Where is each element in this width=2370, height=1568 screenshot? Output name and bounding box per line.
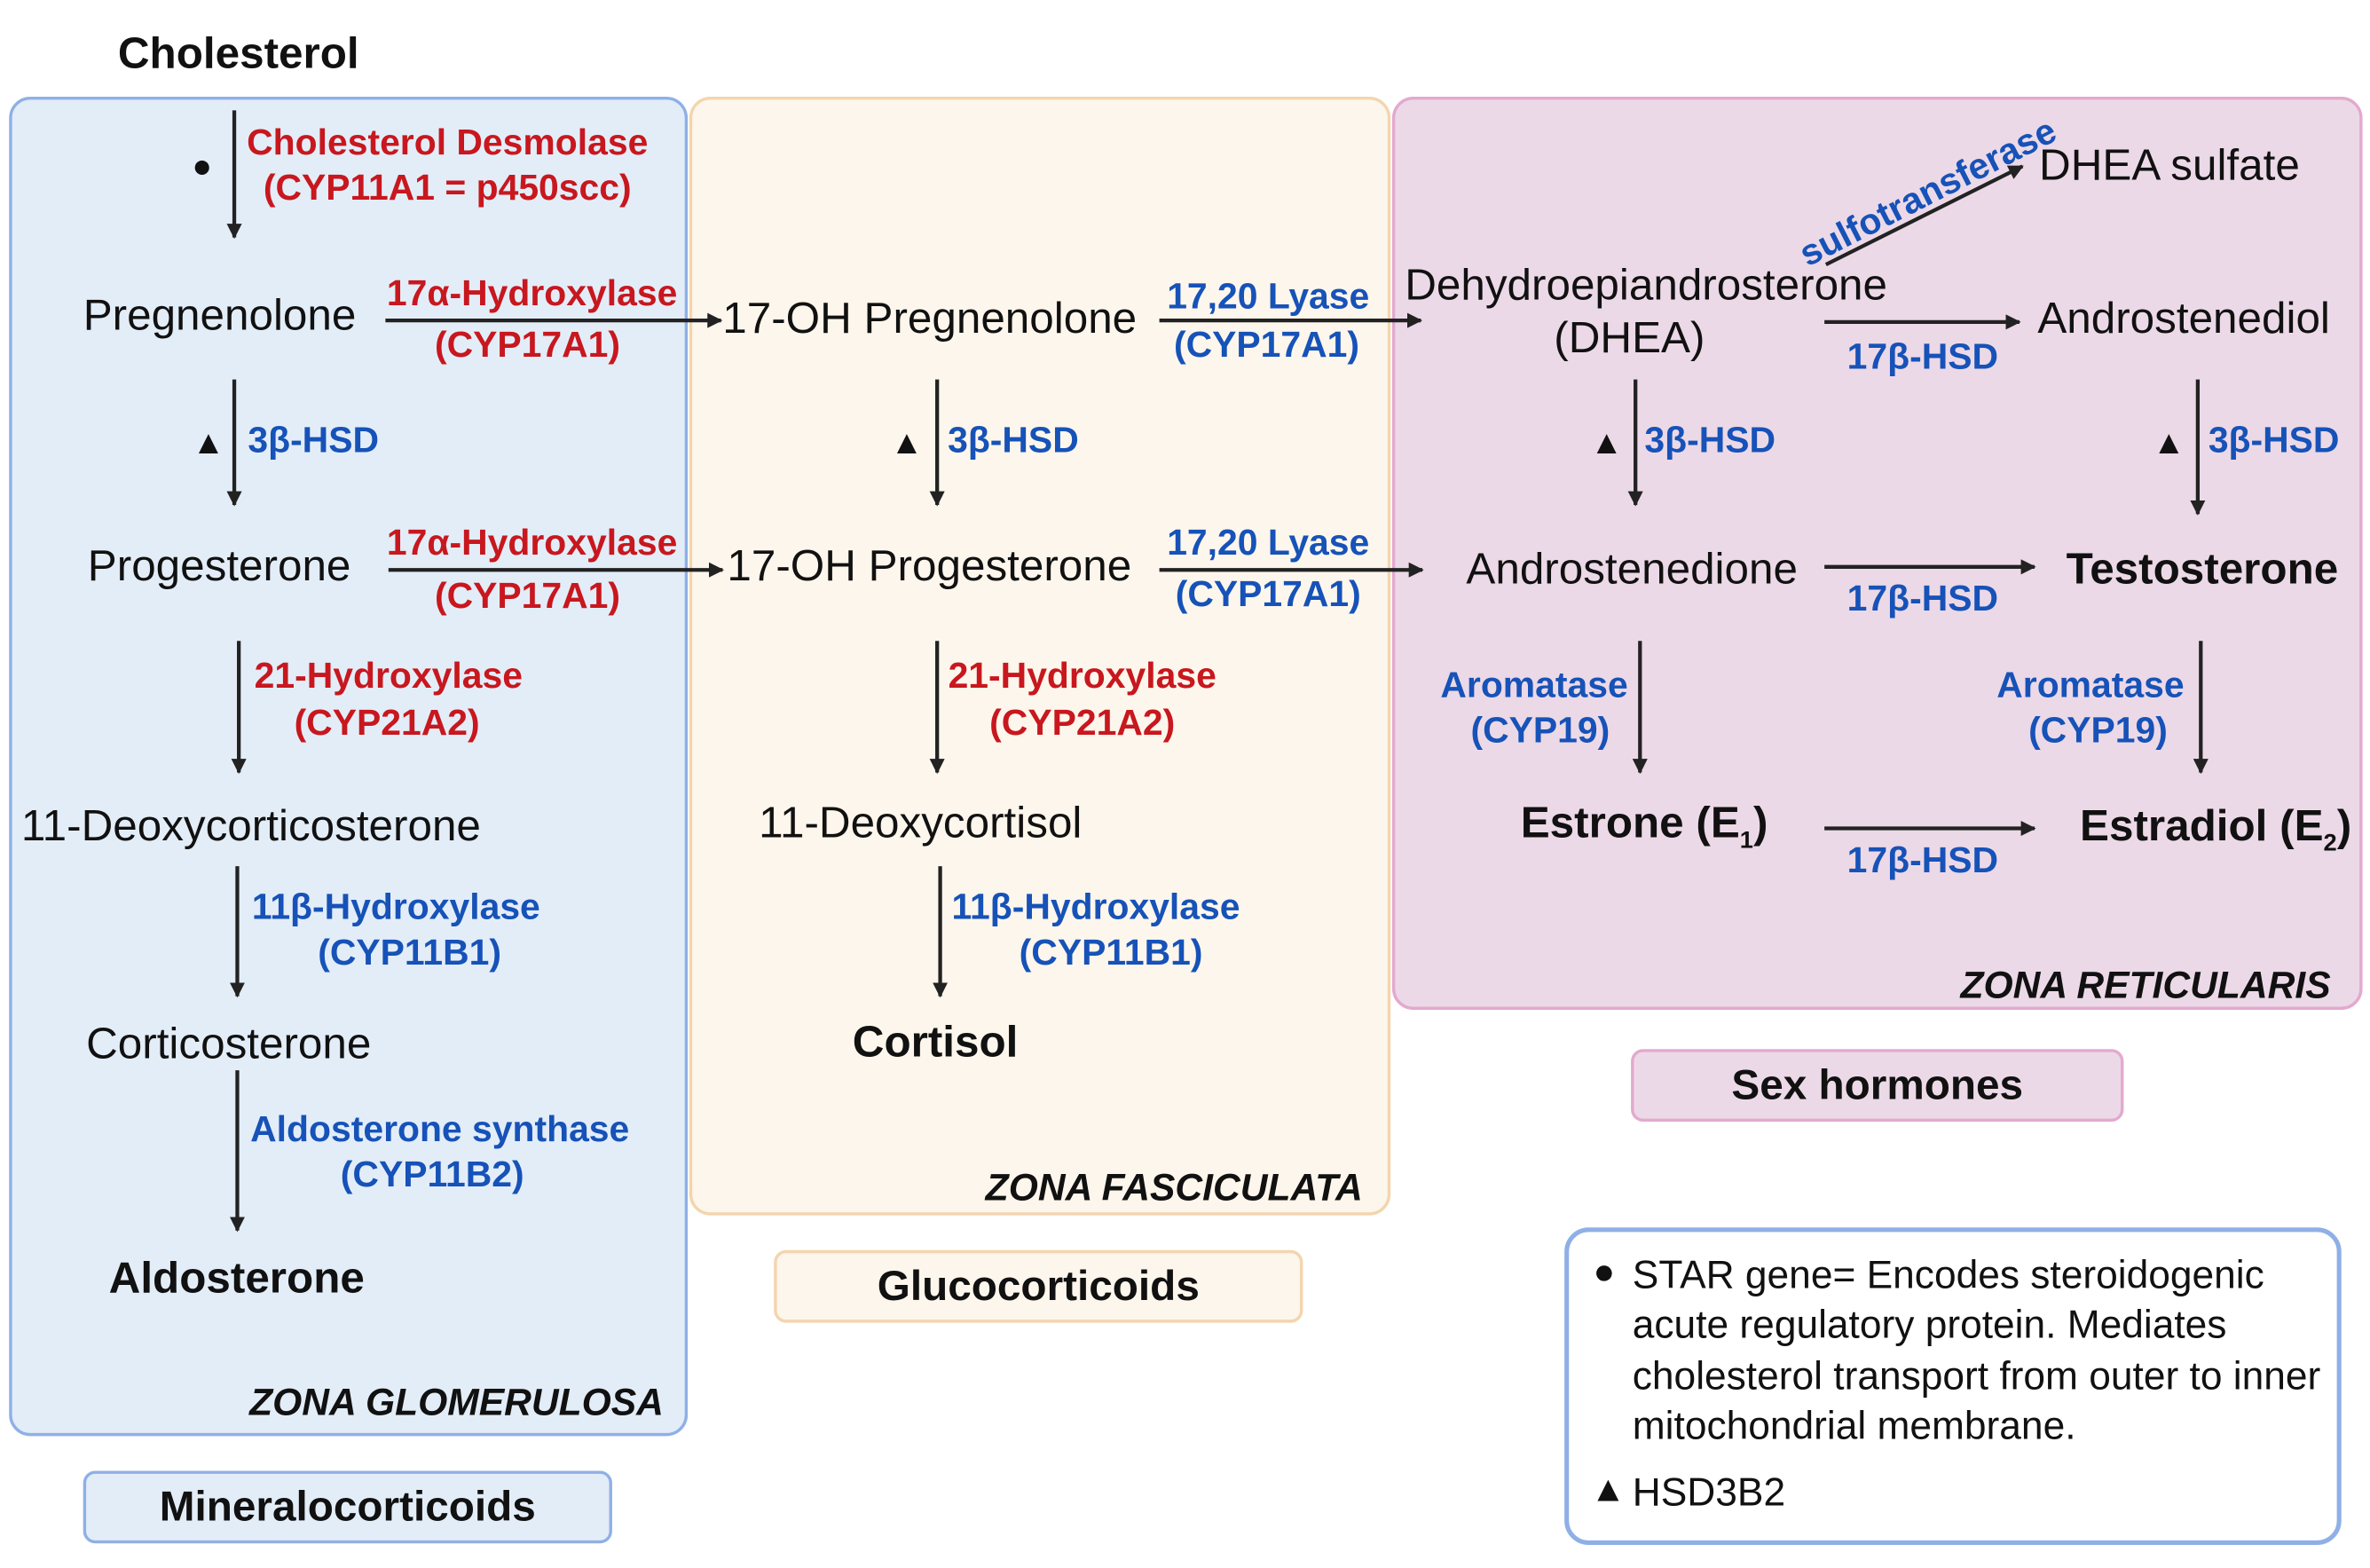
cortisol: Cortisol xyxy=(852,1019,1019,1068)
legend-hsd3b2-text: HSD3B2 xyxy=(1632,1469,1786,1515)
glucocorticoids-label: Glucocorticoids xyxy=(774,1249,1303,1323)
hsd3b2-marker-3: ▲ xyxy=(1590,422,1624,461)
enzyme-11b-hydroxylase-2-gene: (CYP11B1) xyxy=(1019,933,1203,974)
enzyme-17a-hydroxylase-1-name: 17α-Hydroxylase xyxy=(386,273,678,315)
estrone-subscript: 1 xyxy=(1739,828,1753,855)
enzyme-3b-hsd-1: 3β-HSD xyxy=(248,420,380,461)
enzyme-17-20-lyase-2-name: 17,20 Lyase xyxy=(1167,523,1370,564)
enzyme-17-20-lyase-1-name: 17,20 Lyase xyxy=(1167,276,1370,318)
enzyme-17-20-lyase-1-gene: (CYP17A1) xyxy=(1174,325,1360,366)
enzyme-17a-hydroxylase-2-name: 17α-Hydroxylase xyxy=(386,523,678,564)
11-deoxycortisol: 11-Deoxycortisol xyxy=(759,800,1083,848)
hsd3b2-marker-2: ▲ xyxy=(890,422,924,461)
legend-hsd3b2-marker: ▲ xyxy=(1590,1469,1626,1510)
corticosterone: Corticosterone xyxy=(86,1020,372,1069)
enzyme-desmolase-gene: (CYP11A1 = p450scc) xyxy=(263,168,632,209)
legend: ● STAR gene= Encodes steroidogenic acute… xyxy=(1564,1227,2342,1545)
dhea-sulfate: DHEA sulfate xyxy=(2039,142,2300,191)
progesterone: Progesterone xyxy=(87,542,351,592)
estrone-close: ) xyxy=(1752,800,1768,848)
estradiol-main: Estradiol (E xyxy=(2080,802,2324,852)
enzyme-17b-hsd-3: 17β-HSD xyxy=(1846,840,1999,882)
enzyme-aldosterone-synthase-name: Aldosterone synthase xyxy=(250,1109,630,1151)
cholesterol: Cholesterol xyxy=(117,30,359,79)
legend-star-text: STAR gene= Encodes steroidogenic acute r… xyxy=(1632,1251,2321,1448)
17-oh-pregnenolone: 17-OH Pregnenolone xyxy=(722,295,1138,343)
sex-hormones-label: Sex hormones xyxy=(1631,1049,2124,1122)
enzyme-21-hydroxylase-1-name: 21-Hydroxylase xyxy=(254,656,523,697)
enzyme-21-hydroxylase-1-gene: (CYP21A2) xyxy=(294,703,480,745)
legend-star-marker: ● xyxy=(1593,1251,1616,1293)
enzyme-17a-hydroxylase-1-gene: (CYP17A1) xyxy=(434,325,621,366)
aldosterone: Aldosterone xyxy=(108,1254,365,1304)
enzyme-desmolase-name: Cholesterol Desmolase xyxy=(247,122,649,163)
hsd3b2-marker-4: ▲ xyxy=(2152,422,2185,461)
estradiol: Estradiol (E2) xyxy=(2080,803,2351,859)
androstenedione: Androstenedione xyxy=(1466,545,1798,595)
star-marker: ● xyxy=(192,146,212,185)
estrone-main: Estrone (E xyxy=(1520,800,1740,848)
enzyme-3b-hsd-3: 3β-HSD xyxy=(1644,420,1776,461)
testosterone: Testosterone xyxy=(2066,545,2339,595)
androstenediol: Androstenediol xyxy=(2037,295,2330,343)
enzyme-aldosterone-synthase-gene: (CYP11B2) xyxy=(340,1154,524,1196)
zona-reticularis-panel xyxy=(1391,97,2363,1010)
arrow-dhea-to-dhea-sulfate xyxy=(1824,164,2024,267)
11-deoxycorticosterone: 11-Deoxycorticosterone xyxy=(20,802,481,852)
enzyme-11b-hydroxylase-2-name: 11β-Hydroxylase xyxy=(951,886,1240,928)
enzyme-3b-hsd-4: 3β-HSD xyxy=(2208,420,2340,461)
estrone: Estrone (E1) xyxy=(1521,800,1768,855)
enzyme-aromatase-2-gene: (CYP19) xyxy=(2028,710,2168,752)
zona-reticularis-label: ZONA RETICULARIS xyxy=(1960,964,2331,1007)
mineralocorticoids-label: Mineralocorticoids xyxy=(83,1470,612,1544)
enzyme-21-hydroxylase-2-gene: (CYP21A2) xyxy=(989,703,1176,745)
17-oh-progesterone: 17-OH Progesterone xyxy=(727,542,1132,592)
enzyme-11b-hydroxylase-1-gene: (CYP11B1) xyxy=(318,933,502,974)
enzyme-17a-hydroxylase-2-gene: (CYP17A1) xyxy=(434,576,621,618)
enzyme-17b-hsd-1: 17β-HSD xyxy=(1846,336,1999,378)
estradiol-subscript: 2 xyxy=(2323,831,2337,857)
hsd3b2-marker-1: ▲ xyxy=(192,422,225,461)
enzyme-aromatase-2-name: Aromatase xyxy=(1996,665,2185,706)
enzyme-21-hydroxylase-2-name: 21-Hydroxylase xyxy=(948,656,1216,697)
enzyme-3b-hsd-2: 3β-HSD xyxy=(948,420,1079,461)
dhea-abbrev: (DHEA) xyxy=(1554,314,1705,363)
zona-fasciculata-label: ZONA FASCICULATA xyxy=(985,1167,1363,1209)
zona-fasciculata-panel xyxy=(689,97,1391,1216)
enzyme-17-20-lyase-2-gene: (CYP17A1) xyxy=(1175,574,1361,616)
estradiol-close: ) xyxy=(2336,802,2352,852)
enzyme-aromatase-1-name: Aromatase xyxy=(1440,665,1628,706)
enzyme-11b-hydroxylase-1-name: 11β-Hydroxylase xyxy=(251,886,540,928)
pregnenolone: Pregnenolone xyxy=(83,291,357,341)
enzyme-17b-hsd-2: 17β-HSD xyxy=(1846,579,1999,620)
zona-glomerulosa-label: ZONA GLOMERULOSA xyxy=(249,1381,664,1424)
enzyme-aromatase-1-gene: (CYP19) xyxy=(1470,710,1610,752)
dhea-name: Dehydroepiandrosterone xyxy=(1405,261,1888,311)
